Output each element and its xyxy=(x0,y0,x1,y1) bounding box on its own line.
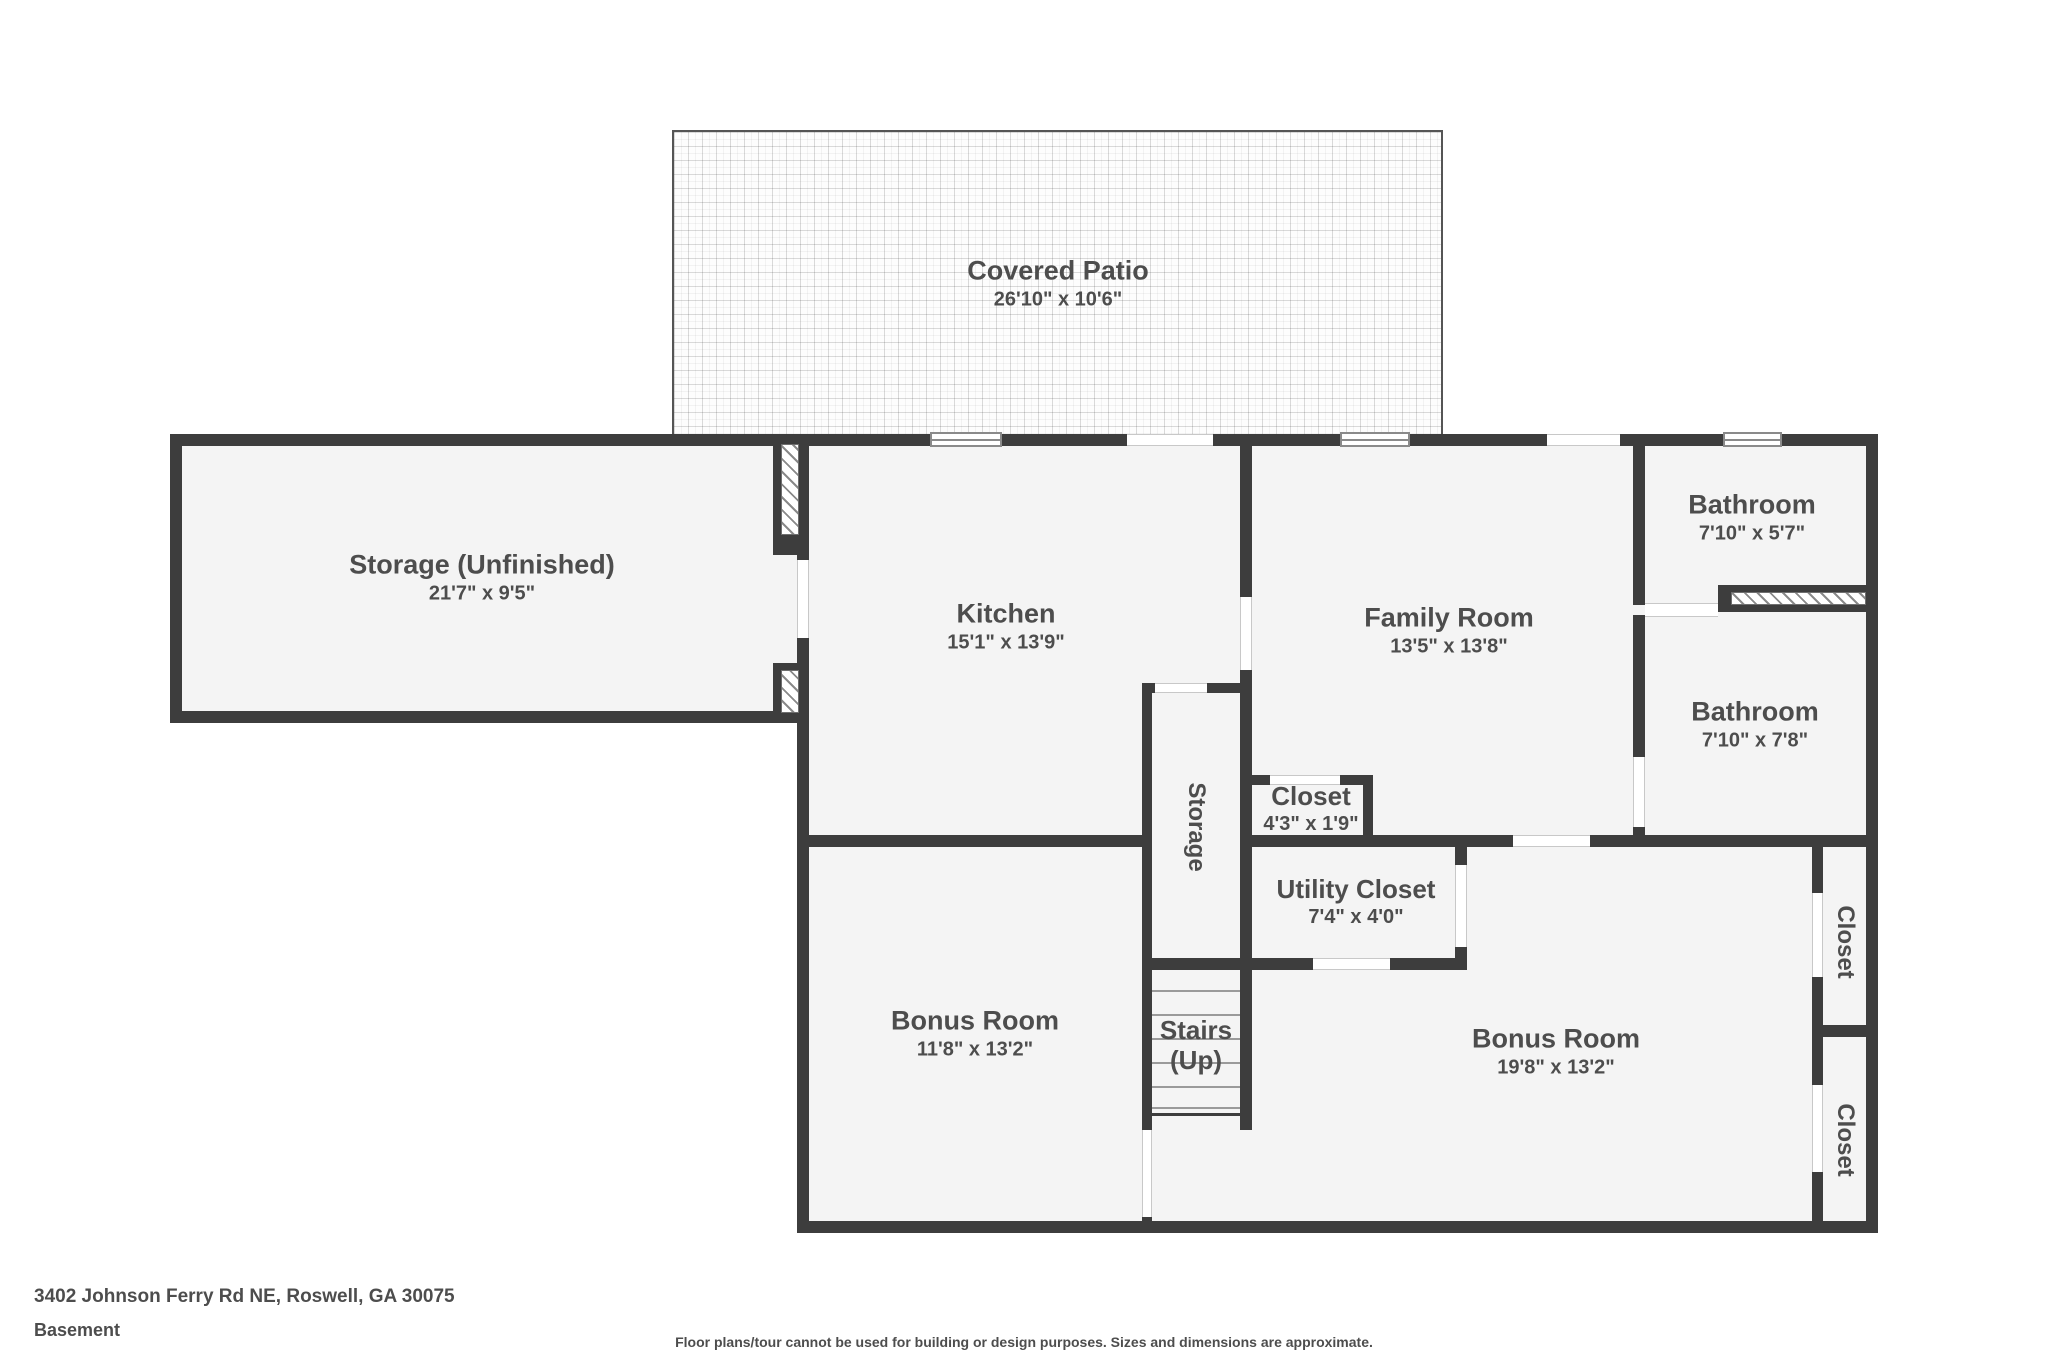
room-label-utility-closet: Utility Closet 7'4" x 4'0" xyxy=(1277,874,1436,930)
wall-segment xyxy=(1240,670,1252,1130)
wall-segment xyxy=(1142,683,1152,1130)
wall-segment xyxy=(1812,977,1823,1025)
stair-tread xyxy=(1152,1107,1240,1109)
hatch-pattern xyxy=(781,444,799,535)
door-opening xyxy=(1513,835,1590,847)
stairs-label-line1: Stairs xyxy=(1159,1014,1233,1045)
room-name: Bonus Room xyxy=(891,1005,1059,1036)
wall-segment xyxy=(1142,958,1313,970)
room-dims: 13'5" x 13'8" xyxy=(1390,635,1508,658)
wall-segment xyxy=(1455,835,1467,865)
room-dims: 11'8" x 13'2" xyxy=(916,1038,1034,1061)
room-name: Storage (Unfinished) xyxy=(349,549,615,580)
stair-tread xyxy=(1152,1038,1240,1040)
door-opening xyxy=(1633,757,1645,827)
wall-segment xyxy=(170,711,809,723)
room-name: Bonus Room xyxy=(1472,1023,1640,1054)
door-opening xyxy=(1455,865,1467,947)
stair-tread xyxy=(1152,1086,1240,1088)
wall-segment xyxy=(1455,947,1467,970)
wall-segment xyxy=(1633,827,1645,847)
room-label-bathroom-upper: Bathroom 7'10" x 5'7" xyxy=(1688,489,1816,546)
room-label-closet-small: Closet 4'3" x 1'9" xyxy=(1263,781,1358,837)
room-dims: 21'7" x 9'5" xyxy=(428,582,536,605)
hatch-pattern xyxy=(781,670,799,713)
wall-segment xyxy=(170,434,182,723)
stair-tread xyxy=(1152,990,1240,992)
room-dims: 7'4" x 4'0" xyxy=(1308,906,1404,929)
room-label-bathroom-lower: Bathroom 7'10" x 7'8" xyxy=(1691,696,1819,753)
door-opening xyxy=(1547,434,1620,446)
wall-segment xyxy=(1142,1217,1152,1233)
room-label-storage-unfinished: Storage (Unfinished) 21'7" x 9'5" xyxy=(349,549,615,606)
patio-area xyxy=(672,130,1443,441)
wall-segment xyxy=(1633,615,1645,757)
room-dims: 15'1" x 13'9" xyxy=(947,631,1065,654)
wall-segment xyxy=(1363,785,1373,847)
wall-segment xyxy=(1866,434,1878,1233)
door-opening xyxy=(1313,958,1390,970)
stair-tread xyxy=(1152,1062,1240,1064)
room-dims: 19'8" x 13'2" xyxy=(1497,1056,1615,1079)
room-label-closet-right-lower: Closet xyxy=(1832,1103,1859,1177)
window xyxy=(930,432,1002,447)
wall-segment xyxy=(1812,1025,1878,1037)
room-label-kitchen: Kitchen 15'1" x 13'9" xyxy=(947,598,1064,655)
room-label-closet-right-upper: Closet xyxy=(1832,905,1859,979)
floor-level-label: Basement xyxy=(34,1320,121,1340)
wall-segment xyxy=(797,1221,1878,1233)
wall-segment xyxy=(1812,1037,1823,1085)
wall-segment xyxy=(1240,835,1513,847)
door-opening xyxy=(1270,775,1340,785)
door-opening xyxy=(1240,597,1252,670)
room-name: Family Room xyxy=(1364,602,1534,633)
wall-segment xyxy=(1240,434,1252,597)
storage-room-area xyxy=(170,434,809,723)
door-opening xyxy=(1812,1085,1823,1172)
hatch-pattern xyxy=(1731,592,1866,605)
room-name: Bathroom xyxy=(1691,696,1819,727)
room-label-covered-patio: Covered Patio 26'10" x 10'6" xyxy=(967,255,1149,312)
door-opening xyxy=(1142,1130,1152,1217)
window xyxy=(1723,432,1782,447)
room-name: Covered Patio xyxy=(967,255,1149,286)
room-name: Utility Closet xyxy=(1276,873,1436,904)
room-dims: 7'10" x 7'8" xyxy=(1701,729,1809,752)
room-label-family-room: Family Room 13'5" x 13'8" xyxy=(1364,602,1534,659)
room-label-bonus-room-left: Bonus Room 11'8" x 13'2" xyxy=(891,1005,1059,1062)
disclaimer-text: Floor plans/tour cannot be used for buil… xyxy=(675,1334,1373,1350)
wall-segment xyxy=(797,835,1152,847)
wall-segment xyxy=(1340,775,1373,785)
wall-segment xyxy=(1812,1172,1823,1221)
property-address: 3402 Johnson Ferry Rd NE, Roswell, GA 30… xyxy=(34,1286,455,1307)
room-label-storage-column: Storage xyxy=(1183,782,1210,872)
stair-tread xyxy=(1152,1014,1240,1016)
room-label-bonus-room-right: Bonus Room 19'8" x 13'2" xyxy=(1472,1023,1640,1080)
wall-segment xyxy=(1590,835,1878,847)
window xyxy=(1340,432,1410,447)
room-dims: 26'10" x 10'6" xyxy=(993,288,1123,311)
room-name: Closet xyxy=(1271,780,1351,811)
wall-segment xyxy=(797,638,809,1233)
door-opening xyxy=(1155,683,1207,693)
room-name: Bathroom xyxy=(1688,489,1816,520)
stairs-label-line2: (Up) xyxy=(1170,1045,1222,1075)
room-dims: 7'10" x 5'7" xyxy=(1698,522,1806,545)
stair-bottom-edge xyxy=(1152,1113,1240,1116)
wall-segment xyxy=(1252,775,1270,785)
door-opening xyxy=(1645,603,1718,617)
room-dims: 4'3" x 1'9" xyxy=(1263,813,1359,836)
wall-segment xyxy=(170,434,1878,446)
room-label-stairs: Stairs (Up) xyxy=(1160,1015,1232,1075)
wall-segment xyxy=(1633,434,1645,605)
door-opening xyxy=(797,560,809,638)
main-floor-area xyxy=(797,434,1878,1233)
wall-segment xyxy=(1390,958,1467,970)
wall-segment xyxy=(1812,847,1823,893)
room-name: Kitchen xyxy=(956,598,1056,629)
door-opening xyxy=(1812,893,1823,977)
door-opening xyxy=(1127,434,1213,446)
